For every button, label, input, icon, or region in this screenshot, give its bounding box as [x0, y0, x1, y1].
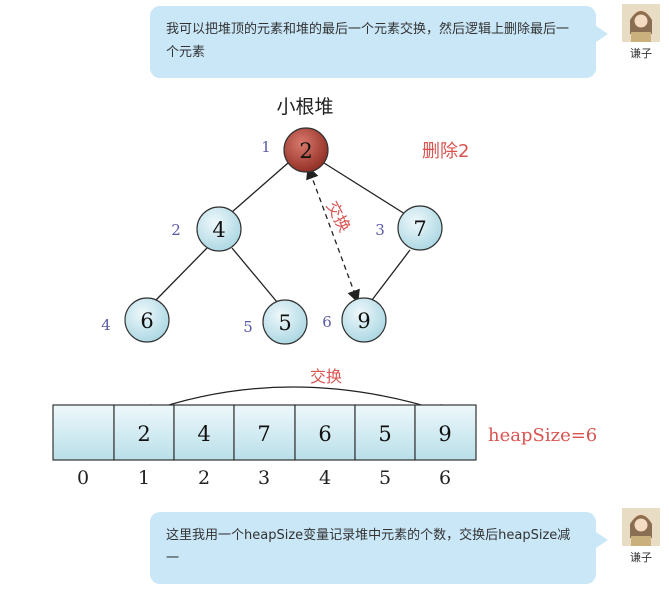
cell-value: 9	[438, 422, 451, 446]
node-index: 4	[101, 316, 111, 334]
author-name: 谦子	[630, 551, 652, 564]
node-index: 5	[243, 318, 253, 336]
avatar-icon[interactable]	[622, 4, 660, 42]
array-cell-2: 4 2	[173, 404, 235, 489]
cell-index: 3	[258, 467, 270, 489]
node-index: 2	[171, 221, 181, 239]
tree-edges	[155, 162, 411, 303]
tree-node-4: 6 4	[101, 297, 170, 343]
edge-2-4	[155, 247, 208, 301]
array-cell-0: 0	[52, 404, 115, 489]
array-cell-1: 2 1	[113, 404, 175, 489]
cell-index: 1	[138, 467, 150, 489]
tree-node-1: 2 1	[261, 127, 329, 173]
array-cell-6: 9 6	[414, 404, 477, 489]
author-name: 谦子	[630, 47, 652, 60]
heap-array: 0 2 1 4 2 7 3 6 4 5 5 9 6	[52, 404, 477, 489]
tree-swap-arrow	[306, 165, 360, 304]
tree-swap-label: 交换	[322, 198, 354, 235]
message-text: 这里我用一个heapSize变量记录堆中元素的个数，交换后heapSize减一	[166, 528, 571, 566]
delete-label: 删除2	[422, 141, 469, 162]
cell-value: 7	[257, 422, 270, 446]
node-value: 4	[212, 218, 225, 242]
array-swap-label: 交换	[310, 367, 342, 386]
array-cell-4: 6 4	[294, 404, 356, 489]
array-swap-arrow	[140, 386, 452, 417]
node-index: 6	[322, 313, 332, 331]
avatar-icon[interactable]	[622, 508, 660, 546]
tree-node-6: 9 6	[322, 297, 387, 343]
cell-value: 5	[378, 422, 391, 446]
author-block-bottom: 谦子	[611, 508, 669, 565]
chat-bubble-top: 我可以把堆顶的元素和堆的最后一个元素交换，然后逻辑上删除最后一个元素	[150, 6, 608, 78]
edge-3-6	[371, 249, 411, 301]
tree-node-2: 4 2	[171, 206, 242, 252]
tree-node-3: 7 3	[375, 205, 443, 251]
node-value: 2	[299, 139, 312, 163]
node-value: 5	[278, 311, 291, 335]
cell-index: 6	[439, 467, 451, 489]
node-value: 6	[140, 309, 153, 333]
cell-value: 6	[318, 422, 331, 446]
edge-1-2	[231, 162, 289, 213]
cell-index: 2	[198, 467, 210, 489]
cell-index: 5	[379, 467, 391, 489]
cell-value: 4	[197, 422, 210, 446]
edge-2-5	[231, 247, 278, 303]
chat-bubble-bottom: 这里我用一个heapSize变量记录堆中元素的个数，交换后heapSize减一	[150, 512, 608, 584]
diagram-title: 小根堆	[276, 96, 333, 118]
message-text: 我可以把堆顶的元素和堆的最后一个元素交换，然后逻辑上删除最后一个元素	[166, 22, 570, 60]
array-cell-5: 5 5	[354, 404, 416, 489]
cell-index: 4	[319, 467, 331, 489]
node-index: 3	[375, 221, 385, 239]
cell-value: 2	[137, 422, 150, 446]
node-value: 7	[413, 217, 426, 241]
tree-node-5: 5 5	[243, 299, 308, 345]
author-block-top: 谦子	[611, 4, 669, 61]
node-value: 9	[357, 309, 370, 333]
node-index: 1	[261, 138, 271, 156]
heap-size-label: heapSize=6	[488, 425, 597, 446]
array-cell-3: 7 3	[233, 404, 296, 489]
cell-index: 0	[77, 467, 89, 489]
